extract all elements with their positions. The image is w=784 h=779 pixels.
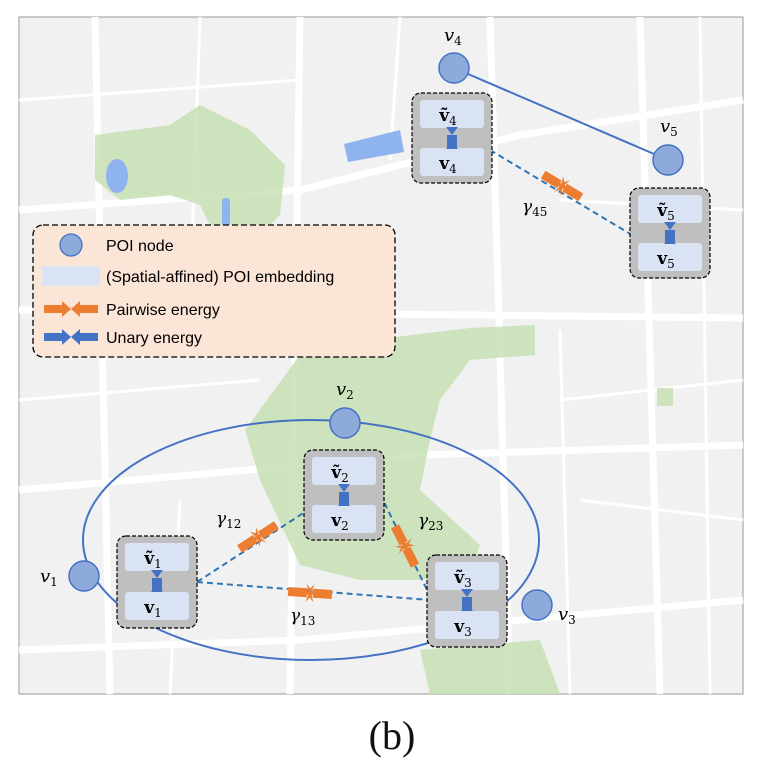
embedding-top-label: ṽ3 (453, 568, 472, 590)
legend-node-label: POI node (106, 238, 174, 255)
unary-arrow (446, 127, 458, 149)
embedding-top-label: ṽ1 (143, 549, 162, 571)
embedding-bottom-label: v3 (453, 617, 472, 639)
legend-pairwise-label: Pairwise energy (106, 302, 220, 319)
embedding-bottom-label: v5 (656, 249, 675, 271)
node-label-v2: v2 (336, 379, 354, 402)
node-label-v3: v3 (558, 604, 576, 627)
poi-node-v2 (329, 407, 361, 439)
legend-pairwise-icon (44, 301, 98, 317)
node-label-v4: v4 (444, 25, 462, 48)
embedding-bottom-label: v2 (330, 511, 349, 533)
unary-arrow (151, 570, 163, 592)
figure-caption: (b) (368, 713, 416, 758)
edge-v4-v5 (453, 67, 669, 161)
poi-node-v5 (652, 144, 684, 176)
poi-node-v1 (68, 560, 100, 592)
legend: POI node (Spatial-affined) POI embedding… (32, 224, 396, 358)
embedding-box-5: ṽ5 v5 (629, 187, 711, 279)
energy-labels: γ12 γ13 γ23 γ45 (216, 197, 547, 628)
legend-embedding-swatch (42, 266, 100, 286)
legend-embedding-label: (Spatial-affined) POI embedding (106, 269, 334, 286)
energy-label-g12: γ12 (216, 509, 241, 531)
unary-arrow (338, 484, 350, 506)
embedding-box-2: ṽ2 v2 (303, 449, 385, 541)
legend-unary-icon (44, 329, 98, 345)
legend-unary-label: Unary energy (106, 330, 202, 347)
node-label-v1: v1 (40, 566, 58, 589)
dashed-link-13 (196, 581, 431, 601)
poi-node-v4 (438, 52, 470, 84)
dashed-link-12 (196, 509, 309, 583)
node-label-v5: v5 (660, 116, 678, 139)
unary-arrow (664, 222, 676, 244)
embedding-box-4: ṽ4 v4 (411, 92, 493, 184)
cluster-ellipse (82, 419, 540, 661)
embedding-box-1: ṽ1 v1 (116, 535, 198, 629)
poi-nodes (68, 52, 684, 621)
poi-node-v3 (521, 589, 553, 621)
energy-label-g45: γ45 (522, 197, 547, 219)
node-labels: v1 v2 v3 v4 v5 (40, 25, 678, 627)
embedding-top-label: ṽ2 (330, 463, 349, 485)
embedding-box-3: ṽ3 v3 (426, 554, 508, 648)
embedding-top-label: ṽ5 (656, 201, 675, 223)
unary-arrow (461, 589, 473, 611)
embedding-top-label: ṽ4 (438, 106, 457, 128)
energy-label-g13: γ13 (290, 606, 315, 628)
energy-label-g23: γ23 (418, 511, 443, 533)
embedding-bottom-label: v1 (143, 598, 162, 620)
embedding-bottom-label: v4 (438, 154, 457, 176)
legend-node-icon (59, 233, 83, 257)
